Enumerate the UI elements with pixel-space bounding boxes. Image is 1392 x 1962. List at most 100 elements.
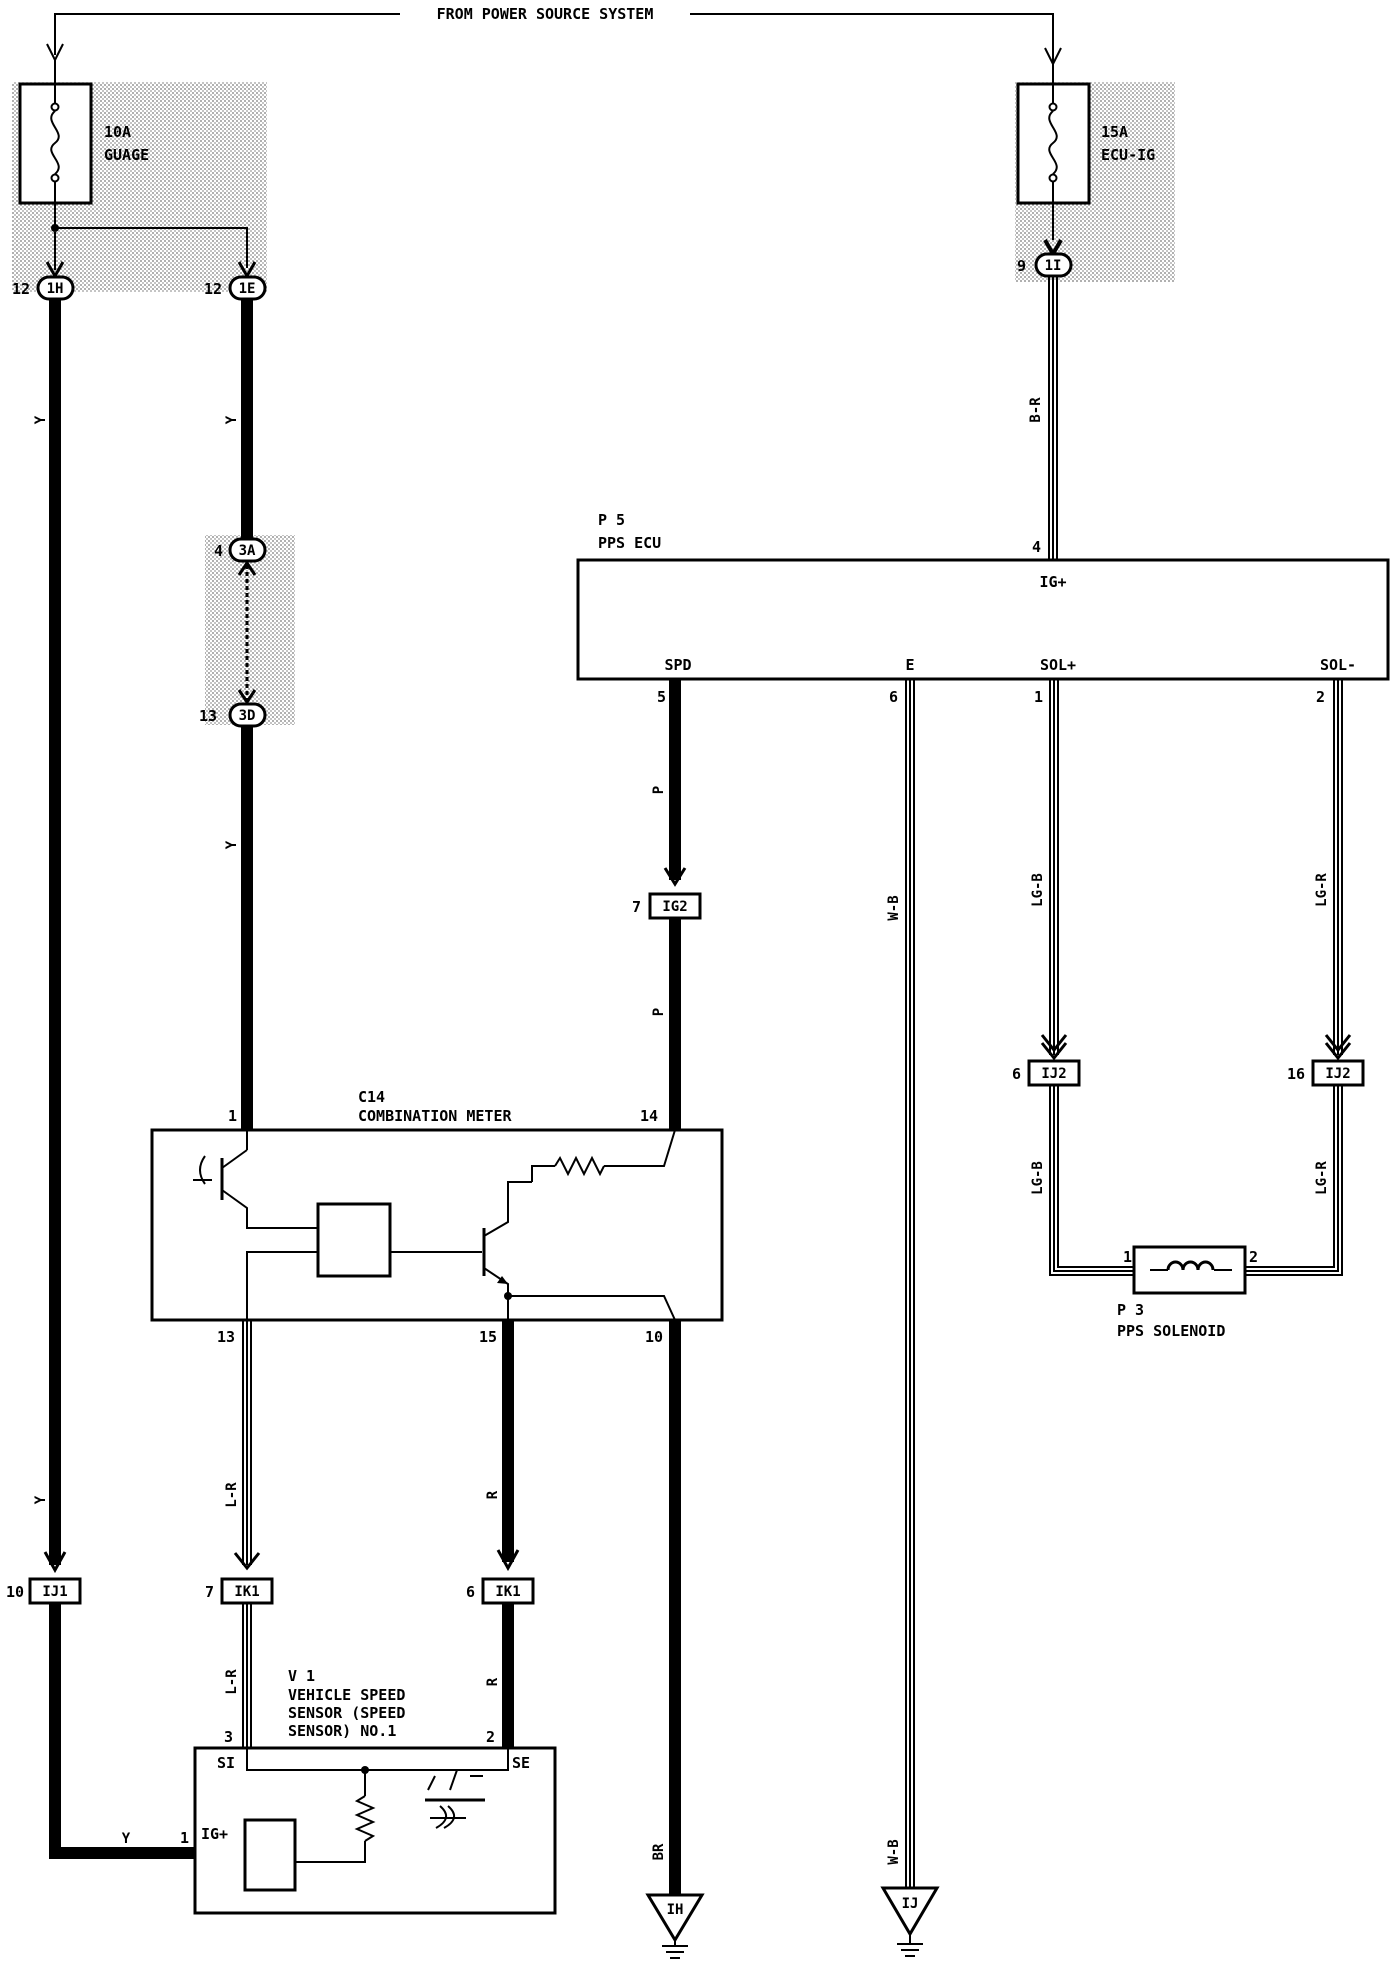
svg-text:2: 2 [1249, 1248, 1258, 1266]
svg-text:R: R [485, 1490, 501, 1499]
svg-text:IH: IH [667, 1902, 684, 1918]
wire-r: R R [485, 1320, 520, 1748]
svg-text:7: 7 [632, 898, 641, 916]
svg-text:E: E [905, 656, 914, 674]
svg-text:6: 6 [466, 1583, 475, 1601]
wire-br: BR [651, 1320, 681, 1895]
svg-text:4: 4 [214, 542, 223, 560]
svg-text:2: 2 [1316, 688, 1325, 706]
connector-ij2-6 [1027, 1059, 1081, 1087]
wire-w-b: W-B W-B [886, 679, 915, 1888]
svg-text:3: 3 [224, 1728, 233, 1746]
svg-text:IJ1: IJ1 [42, 1584, 67, 1600]
svg-text:14: 14 [640, 1107, 658, 1125]
fuse-gauge: 10A GUAGE [18, 60, 149, 230]
svg-text:L-R: L-R [224, 1482, 240, 1508]
svg-text:1: 1 [180, 1829, 189, 1847]
svg-text:PPS SOLENOID: PPS SOLENOID [1117, 1322, 1225, 1340]
light-icon [199, 1155, 206, 1185]
svg-text:1H: 1H [47, 281, 64, 297]
svg-text:SE: SE [512, 1754, 530, 1772]
connector-ik1-6: IK1 6 [466, 1577, 535, 1605]
pps-ecu: P 5 PPS ECU 4 IG+ SPD E SOL+ SOL- 5 6 1 … [576, 511, 1390, 706]
wire-y-middle: Y Y [224, 299, 257, 1130]
fuse-terminal-icon [1048, 102, 1058, 112]
svg-text:P: P [651, 1008, 667, 1016]
fuse-element-icon [1048, 110, 1058, 175]
fuse-gauge-rating: 10A [104, 123, 131, 141]
ecu-code: P 5 [598, 511, 625, 529]
ic-block-icon [316, 1202, 392, 1278]
svg-text:SPD: SPD [664, 656, 691, 674]
svg-text:SOL-: SOL- [1320, 656, 1356, 674]
wire-p: IG2 7 P P [632, 679, 702, 1130]
fuse-gauge-name: GUAGE [104, 146, 149, 164]
svg-text:Y: Y [224, 415, 240, 424]
wire-lg-b: IJ2 6 LG-B LG-B [1012, 679, 1134, 1276]
svg-text:R: R [485, 1677, 501, 1686]
svg-text:1: 1 [1034, 688, 1043, 706]
svg-text:VEHICLE SPEED: VEHICLE SPEED [288, 1686, 405, 1704]
svg-text:12: 12 [204, 280, 222, 298]
connector-ik1-7: IK1 7 [205, 1577, 274, 1605]
svg-text:IG+: IG+ [1039, 573, 1066, 591]
svg-text:SOL+: SOL+ [1040, 656, 1076, 674]
svg-text:SENSOR) NO.1: SENSOR) NO.1 [288, 1722, 396, 1740]
meter-name: COMBINATION METER [358, 1107, 512, 1125]
combination-meter: C14 COMBINATION METER 1 14 13 15 10 [150, 1088, 724, 1346]
svg-text:L-R: L-R [224, 1669, 240, 1695]
svg-text:IG2: IG2 [662, 899, 687, 915]
wire-y-bottom: Y [49, 1603, 195, 1859]
wire-lg-r: IJ2 16 LG-R LG-R [1245, 679, 1365, 1276]
svg-text:10: 10 [6, 1583, 24, 1601]
svg-text:6: 6 [889, 688, 898, 706]
wire-b-r: B-R [1028, 276, 1058, 560]
fuse-ecu-ig-name: ECU-IG [1101, 146, 1155, 164]
svg-text:1: 1 [1123, 1248, 1132, 1266]
svg-text:LG-R: LG-R [1314, 1161, 1330, 1195]
connector-3d: 3D 13 [199, 702, 267, 728]
svg-text:LG-B: LG-B [1030, 1161, 1046, 1195]
connector-ij1: IJ1 10 [6, 1577, 82, 1605]
svg-text:IG+: IG+ [201, 1825, 228, 1843]
svg-text:IK1: IK1 [495, 1584, 520, 1600]
connector-ij2-16 [1311, 1059, 1365, 1087]
svg-text:LG-R: LG-R [1314, 873, 1330, 907]
ground-ij: IJ [880, 1886, 940, 1957]
svg-text:4: 4 [1032, 538, 1041, 556]
power-source-line: FROM POWER SOURCE SYSTEM [46, 5, 1062, 67]
wire-l-r: L-R L-R [224, 1320, 261, 1748]
square-connectors: IJ1 10 IK1 7 IK1 6 [6, 1577, 535, 1605]
svg-text:Y: Y [33, 1495, 49, 1504]
svg-text:IJ2: IJ2 [1325, 1066, 1350, 1082]
svg-text:W-B: W-B [886, 1839, 902, 1864]
svg-text:10: 10 [645, 1328, 663, 1346]
svg-text:SI: SI [217, 1754, 235, 1772]
svg-text:13: 13 [217, 1328, 235, 1346]
svg-text:P: P [651, 786, 667, 794]
fuse-ecu-ig: 15A ECU-IG [1016, 64, 1155, 240]
fuse-terminal-icon [50, 173, 60, 183]
resistor-icon [354, 1795, 376, 1842]
svg-text:IK1: IK1 [234, 1584, 259, 1600]
svg-text:3A: 3A [239, 543, 256, 559]
svg-text:1E: 1E [239, 281, 256, 297]
svg-text:6: 6 [1012, 1065, 1021, 1083]
svg-text:9: 9 [1017, 257, 1026, 275]
svg-text:1I: 1I [1045, 258, 1062, 274]
svg-text:16: 16 [1287, 1065, 1305, 1083]
svg-text:13: 13 [199, 707, 217, 725]
svg-text:IJ: IJ [902, 1896, 919, 1912]
connector-1e: 1E 12 [204, 275, 267, 301]
svg-text:Y: Y [33, 415, 49, 424]
fuse-element-icon [50, 110, 60, 175]
wire-y-left: Y Y [33, 299, 67, 1574]
ic-block-icon [243, 1818, 297, 1892]
svg-text:BR: BR [651, 1843, 667, 1860]
svg-text:Y: Y [122, 1831, 131, 1847]
svg-text:12: 12 [12, 280, 30, 298]
svg-text:SENSOR (SPEED: SENSOR (SPEED [288, 1704, 405, 1722]
svg-text:LG-B: LG-B [1030, 873, 1046, 907]
coil-icon [1166, 1260, 1215, 1271]
